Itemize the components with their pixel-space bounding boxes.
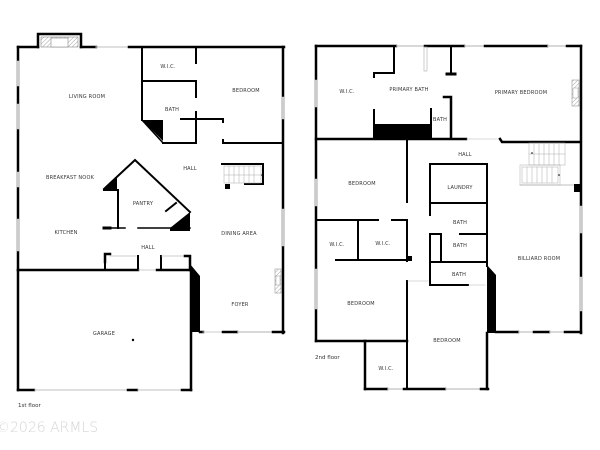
stairs-icon <box>221 163 264 189</box>
first-floor-plan <box>16 32 286 392</box>
copyright-watermark: ©2026 ARMLS <box>0 420 99 436</box>
room-label-garage: GARAGE <box>92 331 116 337</box>
room-label-bath: BATH <box>432 117 448 123</box>
room-label-bedroom: BEDROOM <box>433 338 461 344</box>
room-label-breakfast-nook: BREAKFAST NOOK <box>45 175 95 181</box>
second-floor-label: 2nd floor <box>315 355 340 361</box>
room-label-wic: W.I.C. <box>339 89 355 95</box>
room-label-bedroom: BEDROOM <box>232 88 260 94</box>
first-floor-label: 1st floor <box>18 403 41 409</box>
room-label-living-room: LIVING ROOM <box>68 94 106 100</box>
fireplace-icon <box>36 32 83 49</box>
room-label-bedroom: BEDROOM <box>348 181 376 187</box>
room-label-wic: W.I.C. <box>378 366 394 372</box>
stairs-icon <box>519 142 581 192</box>
room-label-foyer: FOYER <box>231 302 249 308</box>
room-label-bath: BATH <box>452 220 468 226</box>
room-label-pantry: PANTRY <box>132 201 154 207</box>
room-label-bath: BATH <box>452 243 468 249</box>
room-label-primary-bath: PRIMARY BATH <box>389 87 429 93</box>
room-label-bedroom: BEDROOM <box>347 301 375 307</box>
second-floor-plan <box>314 44 583 391</box>
room-label-hall: HALL <box>183 166 197 172</box>
room-label-laundry: LAUNDRY <box>447 185 473 191</box>
room-label-dining-area: DINING AREA <box>221 231 257 237</box>
room-label-bath: BATH <box>164 107 180 113</box>
room-label-billiard-room: BILLIARD ROOM <box>517 256 561 262</box>
room-label-wic: W.I.C. <box>329 242 345 248</box>
room-label-hall: HALL <box>458 152 472 158</box>
room-label-bath: BATH <box>451 272 467 278</box>
room-label-wic: W.I.C. <box>375 241 391 247</box>
room-label-kitchen: KITCHEN <box>54 230 78 236</box>
room-label-hall: HALL <box>141 245 155 251</box>
room-label-wic: W.I.C. <box>160 64 176 70</box>
room-label-primary-bedroom: PRIMARY BEDROOM <box>494 90 548 96</box>
